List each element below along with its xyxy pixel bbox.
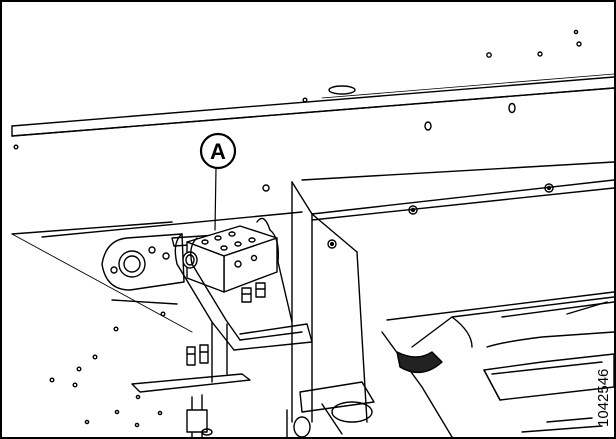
callout-a-leader (214, 167, 217, 231)
frame-front-face (11, 87, 614, 238)
support-arms (174, 217, 313, 351)
hydraulic-manifold-block (182, 225, 278, 303)
upper-frame-panel (11, 29, 614, 150)
callout-a: A (199, 132, 237, 170)
callout-a-label: A (210, 139, 226, 164)
right-side-panels (381, 291, 614, 437)
bottom-mechanism (286, 381, 375, 437)
figure-number: 1042546 (595, 369, 612, 427)
vertical-post (291, 181, 368, 423)
lower-valve-bracket (131, 321, 251, 437)
left-side-plate (11, 221, 193, 428)
